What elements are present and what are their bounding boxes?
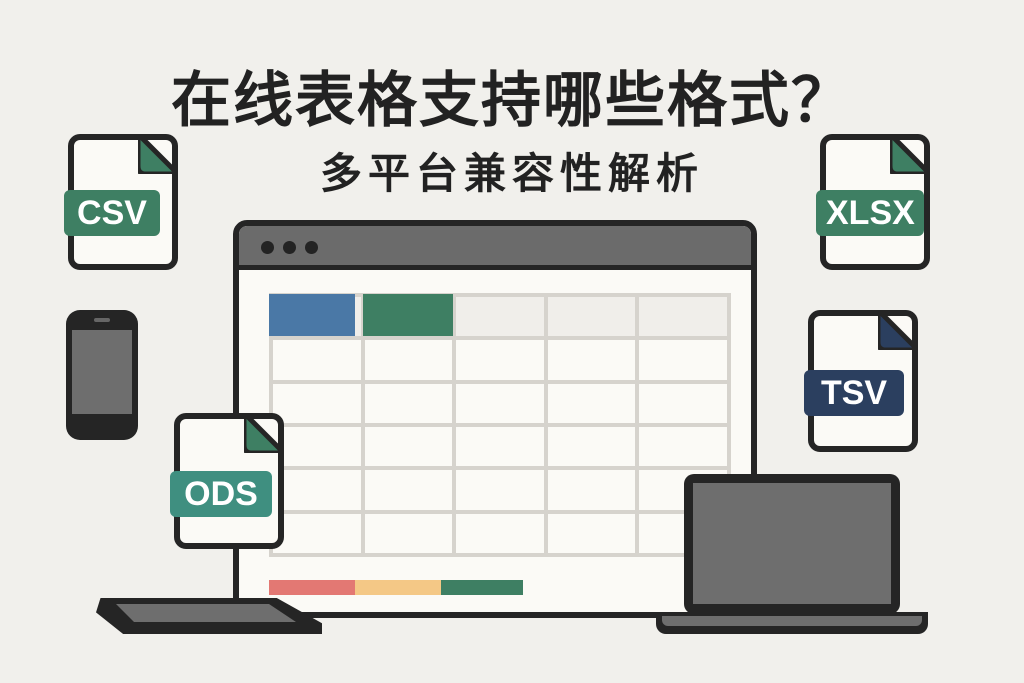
laptop-icon <box>684 474 900 614</box>
page-subtitle: 多平台兼容性解析 <box>319 149 704 198</box>
window-dot-icon <box>283 241 296 254</box>
header-cell-blue <box>269 294 355 336</box>
header-cell-green <box>363 294 453 336</box>
color-bar-yellow <box>355 580 441 595</box>
window-dot-icon <box>261 241 274 254</box>
tsv-label: TSV <box>804 370 904 416</box>
window-dot-icon <box>305 241 318 254</box>
csv-label: CSV <box>64 190 160 236</box>
ods-label: ODS <box>170 471 272 517</box>
tablet-icon <box>96 598 322 634</box>
spreadsheet-grid <box>269 293 731 557</box>
ods-file-icon: ODS <box>170 413 284 549</box>
xlsx-label: XLSX <box>816 190 924 236</box>
color-bar-green <box>441 580 523 595</box>
phone-icon <box>66 310 138 440</box>
spreadsheet-window <box>233 220 757 618</box>
tsv-file-icon: TSV <box>804 310 918 452</box>
laptop-base <box>656 612 928 634</box>
color-bar-red <box>269 580 355 595</box>
page-title: 在线表格支持哪些格式？ <box>171 66 853 136</box>
csv-file-icon: CSV <box>64 134 178 270</box>
window-titlebar <box>239 226 751 270</box>
xlsx-file-icon: XLSX <box>816 134 930 270</box>
